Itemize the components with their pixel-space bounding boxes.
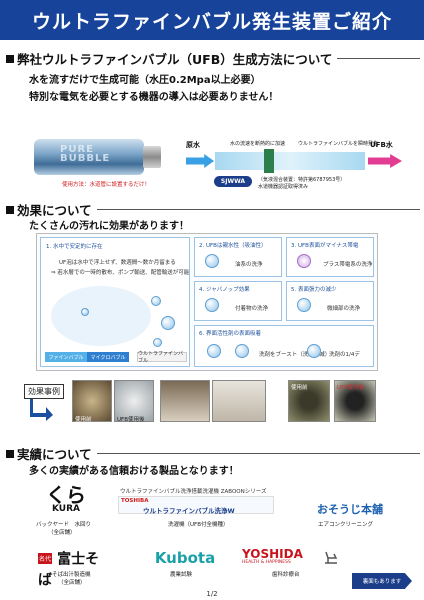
- raw-water-arrow-icon: [186, 154, 214, 168]
- method-lead-2: 特別な電気を必要とする機器の導入は必要ありません！: [29, 92, 279, 103]
- bubble-icon: [207, 344, 221, 358]
- l-arrow-icon: [30, 399, 53, 421]
- raw-water-label: 原水: [186, 141, 200, 149]
- osouji-caption: エアコンクリーニング: [318, 522, 374, 528]
- heading-rule: [96, 209, 420, 210]
- fujisoba-caption-2: （全店舗）: [58, 580, 86, 586]
- bubble-icon: [151, 296, 161, 306]
- dental-chair-icon: [322, 548, 340, 566]
- sjwwa-logo: SJWWA: [214, 176, 252, 187]
- case-photo-cup-after: [212, 380, 266, 422]
- effect-card-stable: 1. 水中で安定的に存在 UF泡は水中で浮上せず、数週間～数か月留まる ⇒ 若水…: [40, 237, 190, 367]
- square-bullet-icon: [6, 54, 14, 63]
- square-bullet-icon: [6, 449, 14, 458]
- patent-note: （気液混合装置：特許第6787953号）: [258, 177, 346, 183]
- case-examples-label: 効果事例: [24, 384, 64, 399]
- kura-caption-2: （全店舗）: [48, 530, 76, 536]
- device-thread: [143, 146, 161, 168]
- next-page-button[interactable]: 裏面もあります: [352, 573, 412, 589]
- fujisoba-logo: 名代 富士そば: [38, 551, 100, 588]
- bubble-icon: [307, 344, 321, 358]
- effects-lead: たくさんの汚れに効果があります！: [29, 221, 189, 232]
- bubble-icon: [161, 316, 175, 330]
- page-title: ウルトラファインバブル発生装置ご紹介: [31, 10, 392, 33]
- toshiba-banner: TOSHIBA ウルトラファインバブル洗浄W: [118, 496, 274, 515]
- section-heading-effects: 効果について: [6, 200, 420, 219]
- bar-ultrafine-bubble: ウルトラファインバブル: [137, 351, 187, 364]
- ufb-device-image: [34, 139, 144, 175]
- ufb-water-label: UFB水: [370, 141, 393, 149]
- bubble-icon: [205, 298, 219, 312]
- bubble-icon: [235, 344, 249, 358]
- yoshida-logo: YOSHIDA HEALTH & HAPPINESS: [242, 547, 303, 565]
- diagram-label-accelerate: 水の流速を断熱的に加速: [230, 141, 286, 147]
- achievements-lead: 多くの実績がある信頼おける製品となります！: [29, 466, 239, 477]
- effect-card-surface-tension: 5. 表面張力の減少 微細部の洗浄: [286, 281, 374, 321]
- osouji-logo: おそうじ本舗: [317, 503, 383, 516]
- bar-micro-bubble: マイクロバブル: [87, 352, 129, 362]
- bubble-icon: [297, 298, 311, 312]
- fujisoba-caption-1: そば出汁製造機: [52, 572, 91, 578]
- section-heading-method: 弊社ウルトラファインバブル（UFB）生成方法について: [6, 49, 420, 68]
- flow-pipe-diagram: [215, 152, 365, 170]
- bubble-icon: [81, 308, 89, 316]
- kubota-logo: Kubota: [154, 549, 216, 567]
- kura-logo: くら KURA: [46, 483, 86, 514]
- bubble-icon: [205, 254, 219, 268]
- heading-rule: [337, 58, 420, 59]
- yoshida-caption: 歯科診療台: [272, 572, 300, 578]
- bar-fine-bubble: ファインバブル: [45, 352, 87, 362]
- heading-rule: [96, 453, 420, 454]
- case-photo-drain-after: UFB使用後: [334, 380, 376, 422]
- charged-bubble-icon: [297, 254, 311, 268]
- nozzle-icon: [264, 149, 274, 173]
- section-heading-achievements: 実績について: [6, 444, 420, 463]
- toshiba-caption: 洗濯機（UFB付全機種）: [168, 522, 229, 528]
- case-photo-drain-before: 使用前: [288, 380, 330, 422]
- kubota-caption: 農業試験: [170, 572, 193, 578]
- bubble-illustration: [51, 286, 151, 346]
- effect-card-negative-charge: 3. UFB表面がマイナス帯電 プラス帯電系の洗浄: [286, 237, 374, 277]
- case-photo-cup-before: [160, 380, 210, 422]
- effect-card-surfactant: 6. 界面活性剤の表面吸着 洗剤をブースト（洗剤削減） 洗剤の1/4デ: [194, 325, 374, 367]
- device-usage-note: 使用方法：水道管に設置するだけ！: [62, 182, 151, 188]
- case-photo-drum-after: UFB使用後: [114, 380, 154, 423]
- effect-card-jabanop: 4. ジャバノップ効果 付着物の洗浄: [194, 281, 282, 321]
- square-bullet-icon: [6, 205, 14, 214]
- page-banner: ウルトラファインバブル発生装置ご紹介: [0, 0, 424, 40]
- method-lead-1: 水を流すだけで生成可能（水圧0.2Mpa以上必要）: [29, 75, 261, 86]
- effect-card-hydrophilic: 2. UFBは親水性（吸油性） 油系の洗浄: [194, 237, 282, 277]
- certification-note: 水道機器認証取得済み: [258, 184, 309, 190]
- bubble-icon: [153, 338, 162, 347]
- case-photo-drum-before: 使用前: [72, 380, 112, 423]
- device-print: PURE BUBBLE: [60, 144, 111, 164]
- diagram-label-generate: ウルトラファインバブルを瞬時発生: [298, 141, 379, 147]
- kura-caption-1: バックヤード 水回り: [36, 522, 92, 528]
- toshiba-series-line: ウルトラファインバブル洗浄搭載洗濯機 ZABOONシリーズ: [120, 489, 267, 495]
- page-number: 1/2: [206, 590, 218, 598]
- ufb-water-arrow-icon: [368, 154, 402, 168]
